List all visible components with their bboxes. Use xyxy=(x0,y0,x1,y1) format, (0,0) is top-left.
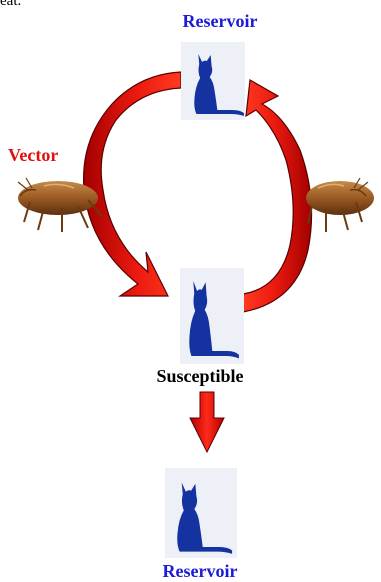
flea-icon-right xyxy=(306,178,374,232)
curved-arrow-left-icon xyxy=(84,72,181,296)
susceptible-cat xyxy=(180,268,244,364)
curved-arrow-right-icon xyxy=(243,80,312,312)
reservoir-cat-top xyxy=(181,42,245,120)
reservoir-cat-bottom xyxy=(165,468,237,558)
top-text-fragment: eat. xyxy=(0,0,21,9)
vector-label: Vector xyxy=(8,146,58,164)
reservoir-label-bottom: Reservoir xyxy=(0,562,381,580)
down-arrow-icon xyxy=(190,392,224,452)
susceptible-label: Susceptible xyxy=(0,367,381,385)
reservoir-label-top: Reservoir xyxy=(0,12,381,30)
